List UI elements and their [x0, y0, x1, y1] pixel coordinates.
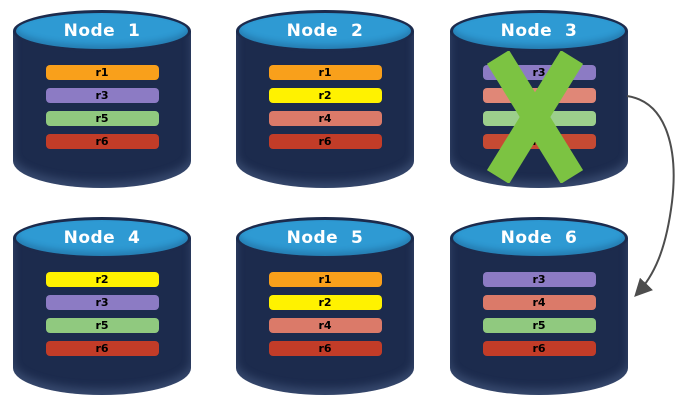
replica-list: r1 r2 r4 r6: [236, 65, 414, 149]
replica-bar: r2: [268, 88, 382, 103]
replica-list: r1 r2 r4 r6: [236, 272, 414, 356]
replica-bar: r3: [45, 88, 159, 103]
replica-bar: r6: [268, 341, 382, 356]
node-title: Node 6: [500, 228, 578, 248]
replica-bar: r2: [45, 272, 159, 287]
replica-bar: r2: [268, 295, 382, 310]
replica-bar: r1: [45, 65, 159, 80]
node-title: Node 4: [63, 228, 141, 248]
node-6: Node 6 r3 r4 r5 r6: [450, 217, 628, 395]
node-2: Node 2 r1 r2 r4 r6: [236, 10, 414, 188]
cylinder-top: [13, 217, 191, 259]
node-5: Node 5 r1 r2 r4 r6: [236, 217, 414, 395]
node-title: Node 1: [63, 21, 141, 41]
node-4: Node 4 r2 r3 r5 r6: [13, 217, 191, 395]
replica-bar: r3: [482, 272, 596, 287]
replica-bar: r6: [45, 134, 159, 149]
cylinder-top: [13, 10, 191, 52]
cylinder-top: [450, 10, 628, 52]
node-title: Node 3: [500, 21, 578, 41]
cylinder-body: [13, 238, 191, 395]
cylinder-top: [450, 217, 628, 259]
node-title: Node 2: [286, 21, 364, 41]
cylinder-body: [236, 238, 414, 395]
node-1: Node 1 r1 r3 r5 r6: [13, 10, 191, 188]
replica-bar: r5: [45, 318, 159, 333]
replica-bar: r4: [268, 318, 382, 333]
replica-bar: r5: [482, 318, 596, 333]
replica-bar: r3: [45, 295, 159, 310]
node-3: Node 3 r3 r4 r5 r6: [450, 10, 628, 188]
replica-bar: r1: [268, 65, 382, 80]
cylinder-body: [450, 238, 628, 395]
replica-bar: r6: [482, 341, 596, 356]
replica-bar: r6: [268, 134, 382, 149]
replica-bar: r5: [45, 111, 159, 126]
replica-bar: r1: [268, 272, 382, 287]
arrow-curve: [626, 95, 675, 297]
failure-x-icon: [486, 51, 584, 183]
replica-bar: r6: [45, 341, 159, 356]
replica-list: r3 r4 r5 r6: [450, 272, 628, 356]
cylinder-top: [236, 10, 414, 52]
cylinder-top: [236, 217, 414, 259]
cylinder-body: [236, 31, 414, 188]
replica-list: r2 r3 r5 r6: [13, 272, 191, 356]
node-title: Node 5: [286, 228, 364, 248]
cylinder-body: [13, 31, 191, 188]
replica-bar: r4: [482, 295, 596, 310]
replica-bar: r4: [268, 111, 382, 126]
replica-list: r1 r3 r5 r6: [13, 65, 191, 149]
